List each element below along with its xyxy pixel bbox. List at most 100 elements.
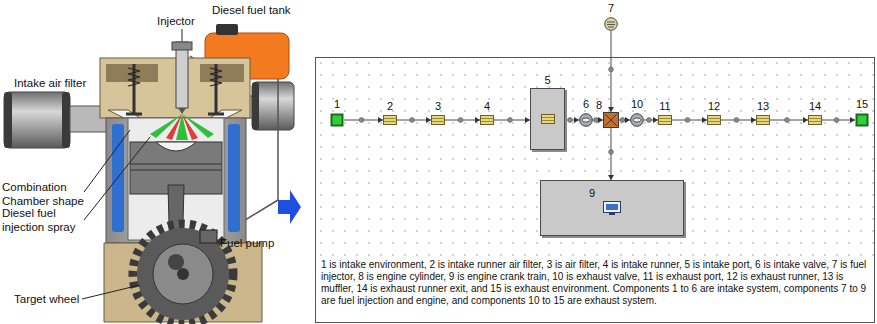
callout-number: 15: [856, 98, 868, 111]
junction-dot: [359, 118, 364, 123]
component-icon: 3: [431, 115, 445, 125]
component-icon: [480, 115, 494, 125]
callout-number: 13: [757, 100, 769, 113]
connector: [445, 117, 480, 123]
arrowhead: [574, 117, 579, 123]
arrowhead: [475, 117, 480, 123]
part-label: Injector: [157, 14, 195, 28]
part-label: Combination Chamber shape: [2, 180, 86, 208]
callout-number: 3: [435, 100, 441, 113]
component-icon: [603, 112, 619, 128]
component-icon: 10: [630, 113, 644, 127]
injection-spray: [150, 114, 214, 140]
part-label: Diesel fuel tank: [212, 3, 291, 17]
component-icon: [604, 17, 618, 31]
callout-number: 7: [608, 2, 614, 15]
junction-dot: [834, 118, 839, 123]
junction-dot: [609, 67, 614, 72]
junction-dot: [508, 118, 513, 123]
component-icon: 14: [808, 115, 822, 125]
connector: [822, 117, 855, 123]
connector: [344, 117, 383, 123]
connector: [608, 31, 614, 112]
component-icon: [541, 114, 555, 124]
callout-number: 11: [659, 100, 670, 113]
component-icon: 7: [604, 17, 618, 31]
connector: [494, 117, 530, 123]
component-icon: [603, 201, 621, 215]
fuel-pump: [200, 230, 217, 243]
junction-dot: [620, 118, 625, 123]
part-label: Diesel fuel injection spray: [2, 206, 86, 234]
junction-dot: [785, 118, 790, 123]
callout-number: 5: [544, 74, 550, 87]
callout-number: 12: [708, 100, 720, 113]
component-icon: 13: [756, 115, 770, 125]
connector: [593, 117, 603, 123]
component-icon: [431, 115, 445, 125]
junction-dot: [647, 118, 652, 123]
component-block: 5: [530, 88, 565, 150]
component-icon: [579, 113, 593, 127]
arrowhead: [625, 117, 630, 123]
callout-number: 8: [596, 99, 602, 112]
junction-dot: [410, 118, 415, 123]
connector: [619, 117, 630, 123]
component-icon: 4: [480, 115, 494, 125]
component-icon: 6: [579, 113, 593, 127]
caption-note: 1 is intake environment, 2 is intake run…: [321, 259, 871, 307]
target-wheel: [133, 224, 233, 324]
part-label: Target wheel: [14, 292, 79, 306]
connector: [672, 117, 707, 123]
junction-dot: [685, 118, 690, 123]
component-icon: [658, 115, 672, 125]
callout-number: 6: [583, 98, 589, 111]
cylinder-head: [100, 58, 250, 118]
connector: [397, 117, 431, 123]
component-icon: [330, 113, 344, 127]
leader-lines: [82, 29, 182, 299]
arrowhead: [653, 117, 658, 123]
component-icon: 11: [658, 115, 672, 125]
injector: [172, 42, 192, 114]
component-icon: 8: [603, 112, 619, 128]
callout-number: 10: [631, 98, 643, 111]
arrowhead: [803, 117, 808, 123]
arrowhead: [850, 117, 855, 123]
callout-number: 1: [334, 98, 340, 111]
callout-number: 9: [589, 187, 595, 200]
junction-dot: [594, 118, 599, 123]
air-filter: [4, 92, 70, 148]
connector: [608, 128, 614, 180]
junction-dot: [458, 118, 463, 123]
connector: [721, 117, 756, 123]
component-icon: 12: [707, 115, 721, 125]
junction-dot: [734, 118, 739, 123]
connector: [770, 117, 808, 123]
component-icon: [756, 115, 770, 125]
arrowhead: [702, 117, 707, 123]
component-icon: 1: [330, 113, 344, 127]
component-icon: [707, 115, 721, 125]
component-icon: [855, 113, 869, 127]
flow-arrow: [278, 190, 301, 224]
arrowhead: [598, 117, 603, 123]
arrowhead: [378, 117, 383, 123]
component-icon: [630, 113, 644, 127]
junction-dot: [568, 118, 573, 123]
component-icon: 2: [383, 115, 397, 125]
part-label: Fuel pump: [220, 236, 274, 250]
junction-dot: [609, 150, 614, 155]
arrowhead: [608, 107, 614, 112]
arrowhead: [426, 117, 431, 123]
component-icon: [383, 115, 397, 125]
callout-number: 14: [809, 100, 821, 113]
connector: [644, 117, 658, 123]
connector: [565, 117, 579, 123]
component-icon: [808, 115, 822, 125]
component-icon: 15: [855, 113, 869, 127]
arrowhead: [751, 117, 756, 123]
callout-number: 2: [387, 100, 393, 113]
